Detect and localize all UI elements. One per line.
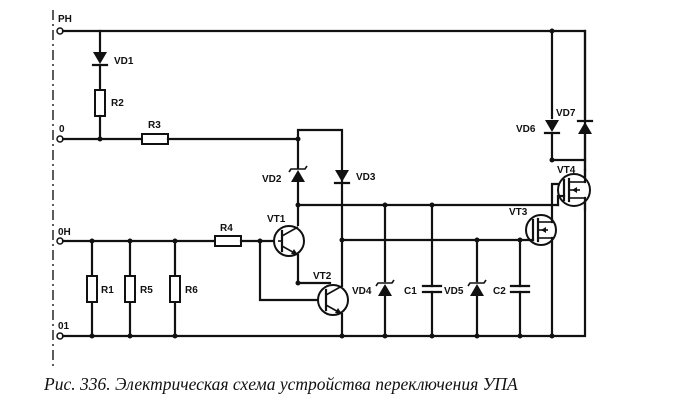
terminal-0h-label: 0H — [58, 227, 71, 238]
wire-vt2-base — [258, 239, 325, 302]
transistor-vt2 — [317, 284, 349, 316]
vd7-label: VD7 — [556, 108, 576, 119]
diode-vd7 — [576, 119, 594, 134]
r6-label: R6 — [185, 285, 198, 296]
bottom-rail — [61, 196, 587, 338]
r3-label: R3 — [148, 120, 161, 131]
wire-vt4-gate — [556, 194, 566, 207]
wire-vt3-drain — [550, 182, 560, 224]
vd3-label: VD3 — [356, 172, 376, 183]
c2-label: C2 — [493, 286, 506, 297]
vt2-label: VT2 — [313, 271, 332, 282]
r4-label: R4 — [220, 223, 233, 234]
transistor-vt1 — [273, 225, 305, 257]
r1-label: R1 — [101, 285, 114, 296]
terminal-0-label: 0 — [59, 124, 65, 135]
c1-label: C1 — [404, 286, 417, 297]
figure-caption: Рис. 336. Электрическая схема устройства… — [44, 374, 518, 394]
vt1-label: VT1 — [267, 214, 286, 225]
capacitor-c2 — [509, 284, 531, 294]
transistor-vt3 — [525, 214, 557, 246]
terminal-ph-label: PH — [58, 14, 72, 25]
vd1-label: VD1 — [114, 56, 134, 67]
vd4-label: VD4 — [352, 286, 372, 297]
vd5-label: VD5 — [444, 286, 464, 297]
r2-label: R2 — [111, 98, 124, 109]
terminal-01-label: 01 — [58, 321, 70, 332]
diode-vd1 — [91, 52, 109, 67]
diode-vd6 — [543, 120, 561, 135]
resistor-r6 — [169, 275, 181, 303]
vt4-label: VT4 — [557, 165, 576, 176]
capacitor-c1 — [421, 284, 443, 294]
diode-vd4 — [375, 279, 395, 296]
vt3-label: VT3 — [509, 207, 528, 218]
wire-vd3-rail — [296, 128, 344, 242]
vd6-label: VD6 — [516, 124, 536, 135]
ph-rail — [61, 29, 587, 212]
diode-vd2 — [288, 165, 308, 182]
r5-label: R5 — [140, 285, 153, 296]
resistor-r3 — [141, 133, 169, 145]
diode-vd5 — [467, 279, 487, 296]
resistor-r1 — [86, 275, 98, 303]
resistor-r2 — [94, 89, 106, 117]
resistor-r5 — [124, 275, 136, 303]
resistor-r4 — [214, 235, 242, 247]
vd2-label: VD2 — [262, 174, 282, 185]
diode-vd3 — [333, 170, 351, 185]
